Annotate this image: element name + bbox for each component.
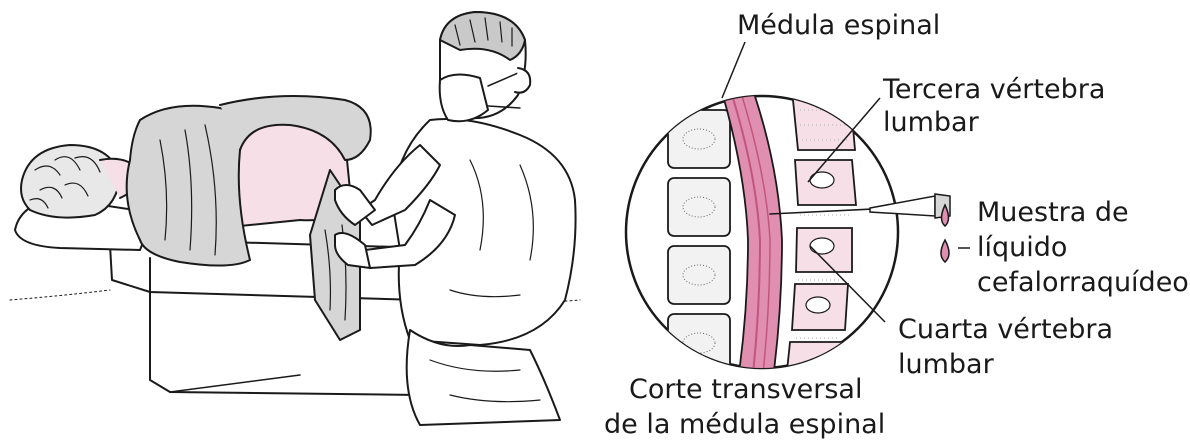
- face-mask: [440, 74, 488, 121]
- label-sample-line2: líquido: [977, 232, 1067, 263]
- label-cross-section-line1: Corte transversal: [629, 374, 862, 405]
- csf-drops: [941, 205, 949, 262]
- clinician-head: [440, 12, 531, 121]
- label-fourth-vertebra-line2: lumbar: [898, 349, 995, 380]
- label-fourth-vertebra-line1: Cuarta vértebra: [898, 314, 1113, 345]
- vertebral-bodies: [668, 42, 730, 372]
- procedure-scene: [10, 12, 580, 425]
- patient-head: [21, 145, 140, 218]
- label-sample-line3: cefalorraquídeo: [977, 267, 1189, 298]
- label-sample-line1: Muestra de: [977, 197, 1129, 228]
- label-spinal-cord: Médula espinal: [737, 10, 940, 41]
- csf-drop: [941, 240, 949, 262]
- cross-section-magnifier: [626, 42, 898, 400]
- label-third-vertebra-line1: Tercera vértebra: [882, 74, 1105, 105]
- label-third-vertebra-line2: lumbar: [883, 107, 980, 138]
- label-cross-section-line2: de la médula espinal: [604, 409, 885, 440]
